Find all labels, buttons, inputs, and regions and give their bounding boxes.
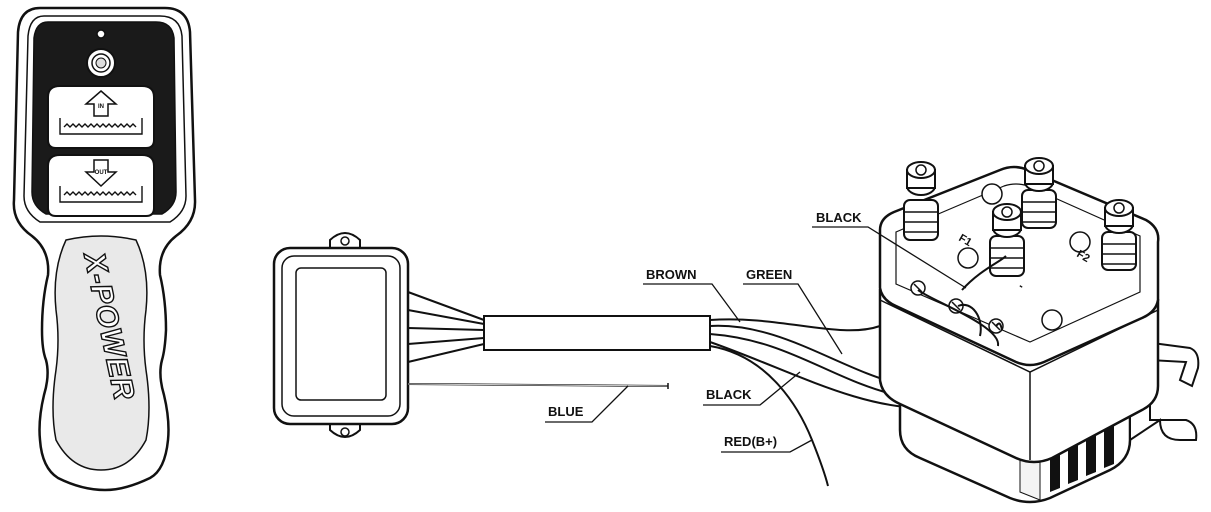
stud-f1 — [903, 161, 939, 241]
top-cap-3 — [1069, 231, 1091, 253]
green-wire-loop — [917, 289, 1000, 347]
stud-b — [989, 203, 1025, 277]
remote-rim — [23, 15, 187, 223]
status-led — [96, 29, 106, 39]
up-button-mark: IN — [98, 104, 104, 110]
label-red: RED(B+) — [724, 434, 777, 449]
leader-black-top — [812, 226, 967, 289]
leader-blue — [545, 385, 629, 423]
control-box — [272, 232, 711, 438]
mount-hole-bottom — [340, 427, 350, 437]
arrow-down-icon — [84, 159, 118, 188]
box-wire-stubs — [407, 291, 485, 363]
solenoid-top-inner — [895, 183, 1141, 343]
winch-drum-icon — [59, 118, 143, 135]
arrow-up-icon — [83, 90, 119, 117]
cable-sheath — [483, 315, 711, 351]
leader-black-bottom — [703, 371, 801, 406]
top-cap-2 — [957, 247, 979, 269]
top-cap-4 — [1041, 309, 1063, 331]
remote-grip — [52, 235, 150, 471]
brown-wire-loop — [957, 303, 982, 337]
labels: BLACK BROWN GREEN BLACK BLUE RED(B+) — [545, 210, 967, 453]
terminal-f2-label: F2 — [1075, 248, 1092, 265]
stud-f2 — [1101, 199, 1137, 271]
power-button-icon[interactable] — [86, 48, 116, 78]
label-black-bottom: BLACK — [706, 387, 752, 402]
label-blue: BLUE — [548, 404, 584, 419]
terminal-f1-label: F1 — [957, 232, 974, 249]
wire-loops — [917, 255, 1007, 347]
top-cap-1 — [981, 183, 1003, 205]
label-green: GREEN — [746, 267, 792, 282]
black-wire-bottom-loop — [995, 322, 1003, 331]
label-brown: BROWN — [646, 267, 697, 282]
black-wire-top-loop — [961, 255, 1007, 291]
blue-wire-inner — [407, 383, 669, 387]
mount-hole-top — [340, 236, 350, 246]
up-button[interactable]: IN — [47, 85, 155, 149]
leader-brown — [643, 283, 741, 323]
solenoid: F1 F2 - — [878, 157, 1200, 504]
control-box-screen — [295, 267, 387, 401]
label-black-top: BLACK — [816, 210, 862, 225]
leader-red — [721, 439, 813, 453]
terminal-minus-label: - — [1017, 280, 1026, 292]
down-button[interactable]: OUT — [47, 154, 155, 217]
stud-a — [1021, 157, 1057, 229]
wireless-remote: IN OUT X-POWER — [12, 6, 197, 492]
winch-drum-icon-2 — [59, 186, 143, 203]
red-wire — [709, 345, 829, 487]
leader-green — [743, 283, 843, 355]
down-button-mark: OUT — [95, 170, 108, 176]
